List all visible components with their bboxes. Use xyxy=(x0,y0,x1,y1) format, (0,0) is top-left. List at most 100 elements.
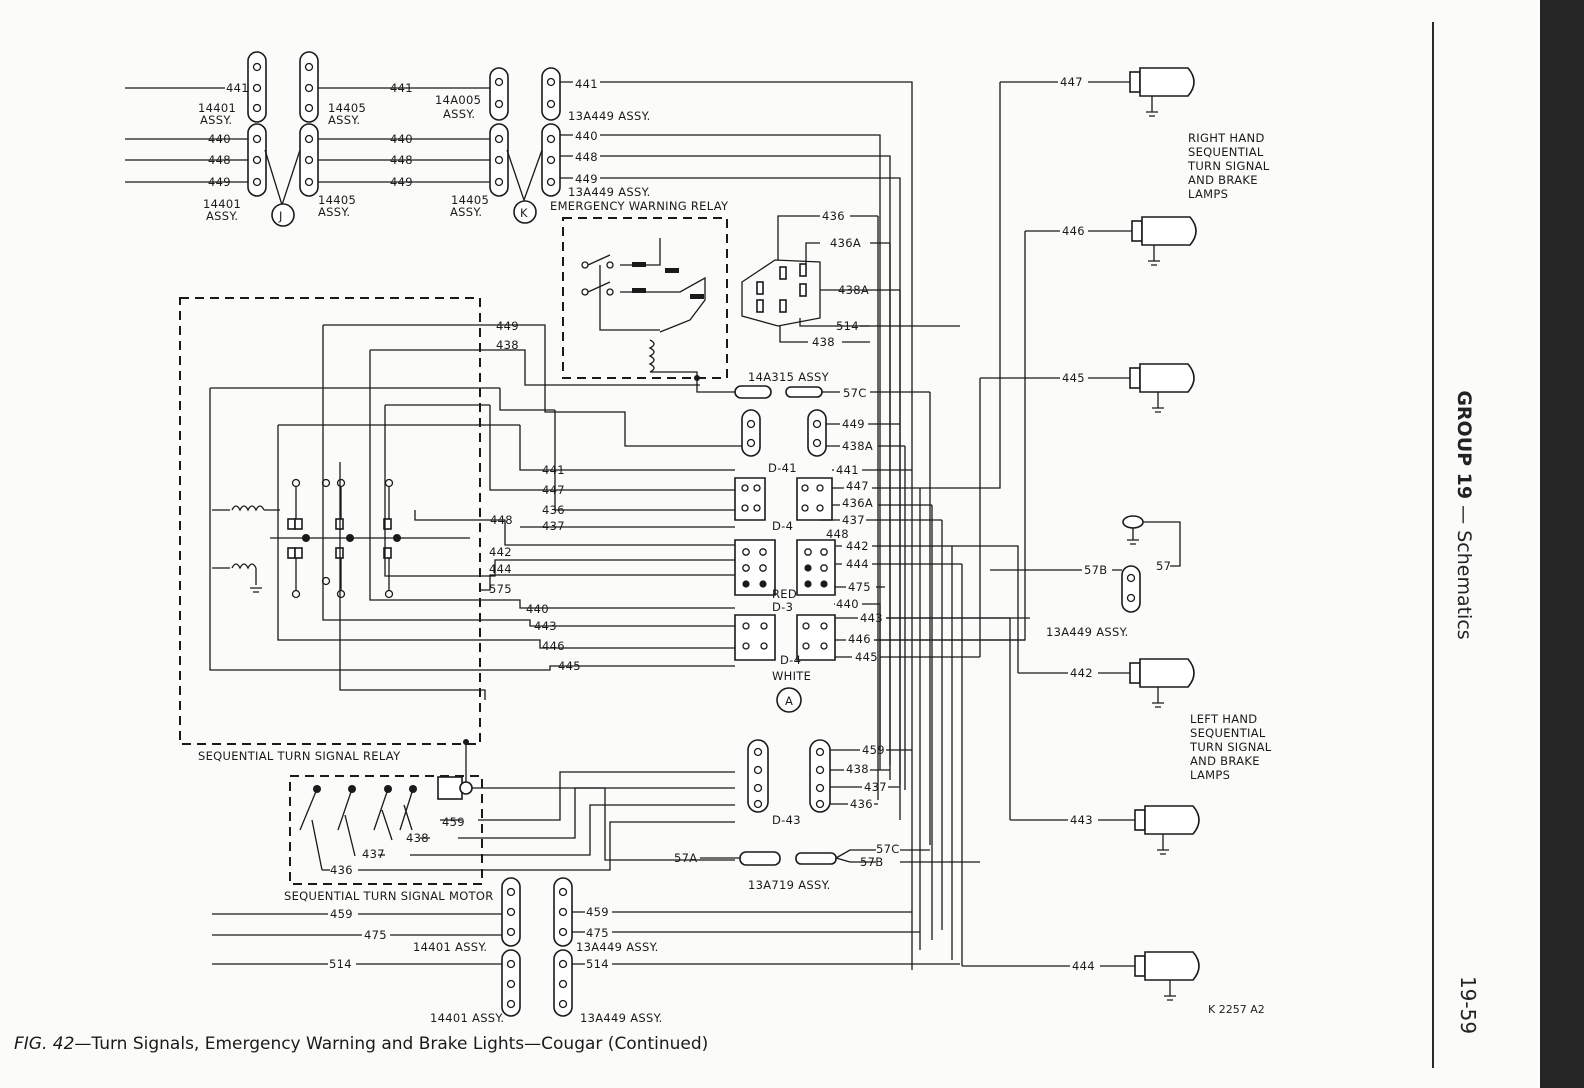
label-446: 446 xyxy=(848,632,871,646)
group-number: GROUP 19 xyxy=(1453,390,1475,500)
right-lamps-line: SEQUENTIAL xyxy=(1188,145,1264,159)
relay-harness: 449 438 441 447 436 437 448 442 444 575 … xyxy=(470,319,742,700)
lamp-443: 443 xyxy=(886,617,1200,855)
flasher-switch: 436 436A 438A 514 438 xyxy=(741,209,960,349)
label-445: 445 xyxy=(558,659,581,673)
connector-d4-white: D-4 WHITE A 440 443 446 445 xyxy=(734,597,1030,713)
margin-rule xyxy=(1432,22,1434,1068)
label-447: 447 xyxy=(542,483,565,497)
label-14401: 14401 xyxy=(203,197,241,211)
ref-k: K xyxy=(520,206,528,220)
label-14401-assy: 14401 ASSY. xyxy=(430,1011,504,1025)
right-lamps-line: AND BRAKE xyxy=(1188,173,1258,187)
label-514: 514 xyxy=(586,957,609,971)
lamp-label-left: LEFT HAND SEQUENTIAL TURN SIGNAL AND BRA… xyxy=(1189,712,1271,782)
lamp-446: 446 xyxy=(874,216,1197,641)
label-assy: ASSY. xyxy=(443,107,475,121)
seq-motor-label: SEQUENTIAL TURN SIGNAL MOTOR xyxy=(284,889,494,903)
connector-449-438a: 449 438A xyxy=(741,409,905,457)
label-440: 440 xyxy=(836,597,859,611)
emergency-relay-label: EMERGENCY WARNING RELAY xyxy=(550,199,729,213)
label-443: 443 xyxy=(860,611,883,625)
label-444: 444 xyxy=(489,562,512,576)
label-14401: 14401 xyxy=(198,101,236,115)
left-lamps-line: LAMPS xyxy=(1190,768,1230,782)
label-441: 441 xyxy=(390,81,413,95)
label-red: RED xyxy=(772,587,797,601)
label-441: 441 xyxy=(542,463,565,477)
group-separator: — xyxy=(1453,499,1475,531)
label-575: 575 xyxy=(489,582,512,596)
label-assy: ASSY. xyxy=(200,113,232,127)
label-443: 443 xyxy=(1070,813,1093,827)
label-13a449-assy: 13A449 ASSY. xyxy=(576,940,659,954)
label-assy: ASSY. xyxy=(328,113,360,127)
label-447: 447 xyxy=(1060,75,1083,89)
label-57: 57 xyxy=(1156,559,1171,573)
label-assy: ASSY. xyxy=(318,205,350,219)
seq-relay-label: SEQUENTIAL TURN SIGNAL RELAY xyxy=(198,749,401,763)
emergency-warning-relay: EMERGENCY WARNING RELAY xyxy=(550,199,735,393)
label-436: 436 xyxy=(542,503,565,517)
label-437: 437 xyxy=(842,513,865,527)
left-lamps-line: SEQUENTIAL xyxy=(1190,726,1266,740)
label-449: 449 xyxy=(208,175,231,189)
ref-j: J xyxy=(278,209,283,223)
label-440: 440 xyxy=(390,132,413,146)
lamp-label-right: RIGHT HAND SEQUENTIAL TURN SIGNAL AND BR… xyxy=(1187,131,1270,201)
caption-text: —Turn Signals, Emergency Warning and Bra… xyxy=(74,1034,709,1054)
label-440: 440 xyxy=(526,602,549,616)
figure-caption: FIG. 42—Turn Signals, Emergency Warning … xyxy=(14,1034,914,1060)
label-441: 441 xyxy=(226,81,249,95)
label-448: 448 xyxy=(390,153,413,167)
label-447: 447 xyxy=(846,479,869,493)
connector-d43: D-43 459 438 437 436 xyxy=(747,739,912,827)
label-57b: 57B xyxy=(860,855,883,869)
label-514: 514 xyxy=(836,319,859,333)
label-449: 449 xyxy=(496,319,519,333)
label-449: 449 xyxy=(842,417,865,431)
sequential-turn-signal-motor: SEQUENTIAL TURN SIGNAL MOTOR 459 438 437… xyxy=(284,739,735,903)
label-14401-assy: 14401 ASSY. xyxy=(413,940,487,954)
page-number: 19-59 xyxy=(1456,975,1480,1035)
label-13a449-assy: 13A449 ASSY. xyxy=(580,1011,663,1025)
right-lamps-line: TURN SIGNAL xyxy=(1187,159,1270,173)
connector-13a719: 57A 57C 57B 13A719 ASSY. xyxy=(674,842,980,892)
label-446: 446 xyxy=(542,639,565,653)
lamp-442: 442 xyxy=(952,545,1195,708)
label-475: 475 xyxy=(364,928,387,942)
right-lamps-line: LAMPS xyxy=(1188,187,1228,201)
label-443: 443 xyxy=(534,619,557,633)
label-14405: 14405 xyxy=(328,101,366,115)
right-lamps-line: RIGHT HAND xyxy=(1188,131,1265,145)
label-448: 448 xyxy=(575,150,598,164)
label-438: 438 xyxy=(496,338,519,352)
ref-a: A xyxy=(785,694,793,708)
label-459: 459 xyxy=(330,907,353,921)
label-13a719-assy: 13A719 ASSY. xyxy=(748,878,831,892)
label-d4: D-4 xyxy=(780,653,801,667)
label-57c: 57C xyxy=(876,842,900,856)
label-459: 459 xyxy=(862,743,885,757)
label-449: 449 xyxy=(390,175,413,189)
label-assy: ASSY. xyxy=(450,205,482,219)
label-448: 448 xyxy=(490,513,513,527)
label-449: 449 xyxy=(575,172,598,186)
label-445: 445 xyxy=(855,650,878,664)
label-440: 440 xyxy=(208,132,231,146)
label-448: 448 xyxy=(208,153,231,167)
label-475: 475 xyxy=(586,926,609,940)
left-lamps-line: LEFT HAND xyxy=(1190,712,1257,726)
label-436a: 436A xyxy=(842,496,873,510)
label-d3: D-3 xyxy=(772,600,793,614)
label-437: 437 xyxy=(542,519,565,533)
connector-d41-d4: D-41 D-4 441 447 436A 437 xyxy=(734,461,942,533)
label-57b: 57B xyxy=(1084,563,1107,577)
label-13a449-assy: 13A449 ASSY. xyxy=(568,109,651,123)
label-14a005: 14A005 xyxy=(435,93,481,107)
label-14405: 14405 xyxy=(318,193,356,207)
label-459: 459 xyxy=(442,815,465,829)
label-57a: 57A xyxy=(674,851,697,865)
